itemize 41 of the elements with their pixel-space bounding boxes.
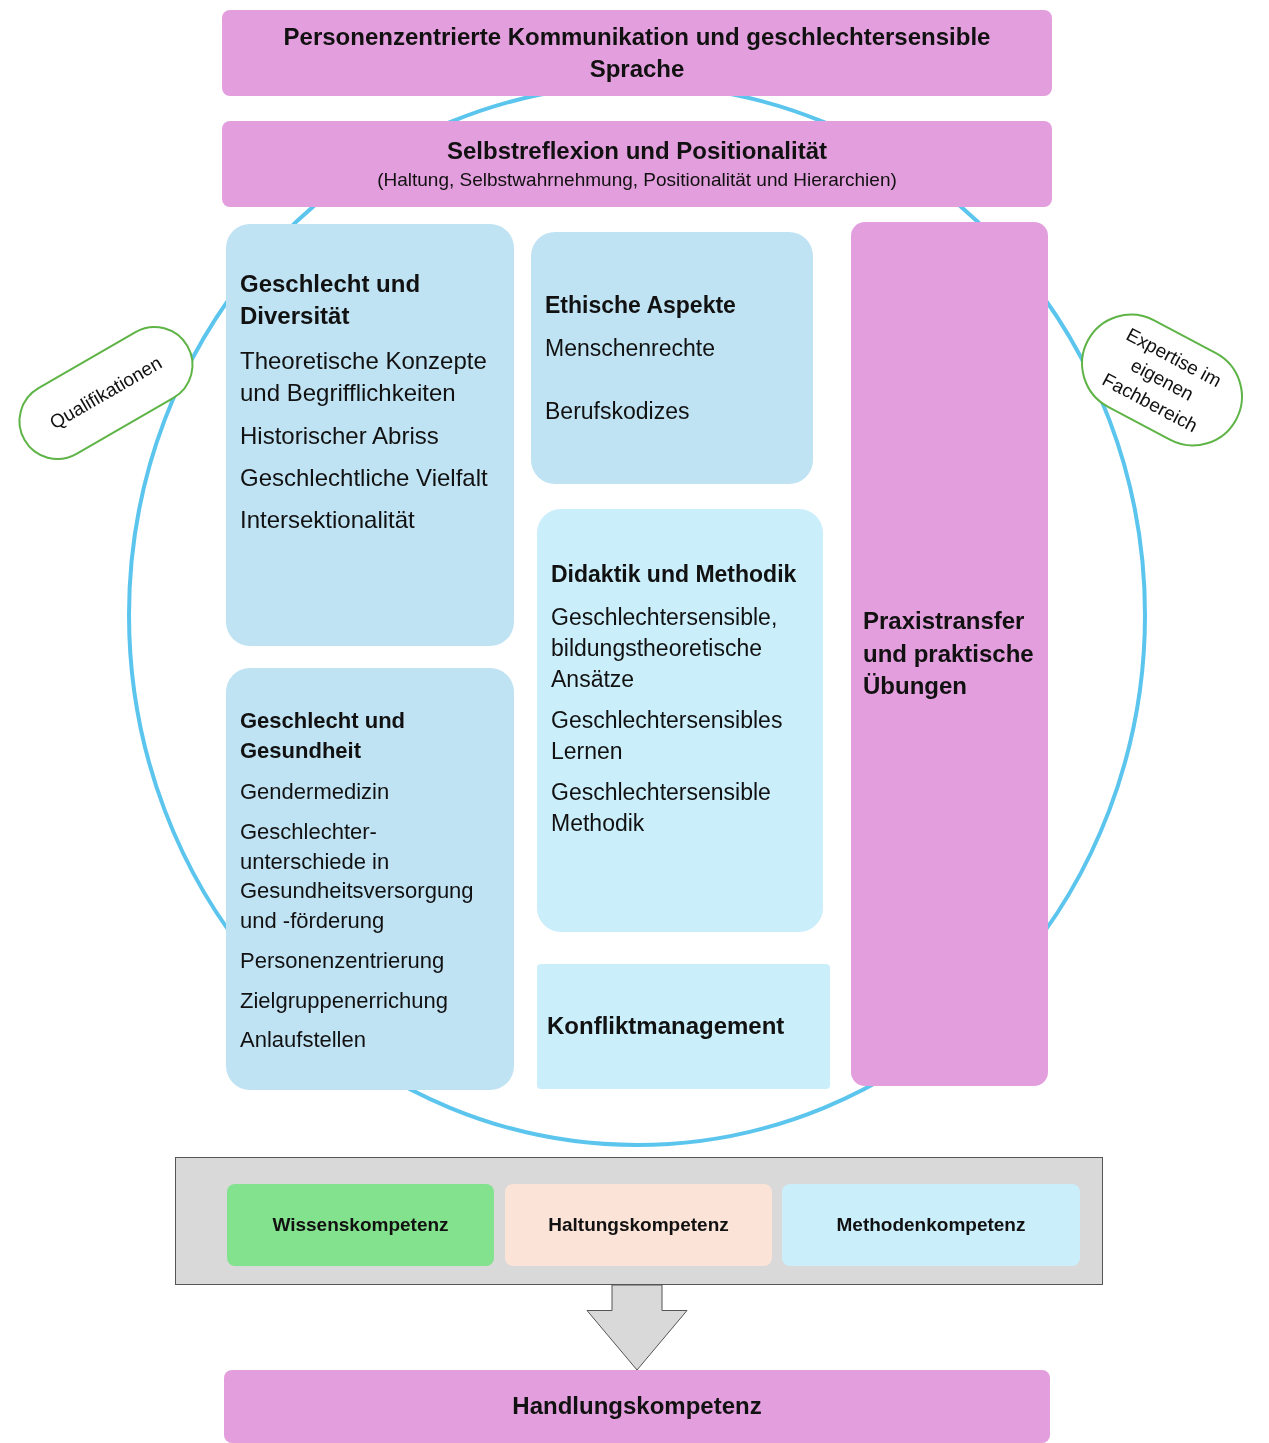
heading: Didaktik und Methodik <box>551 560 798 589</box>
topic-item: Gendermedizin <box>240 778 391 807</box>
topic-item: Geschlechtersensibles Lernen <box>551 706 784 767</box>
topic-item: Theoretische Konzepte und Begrifflichkeiten <box>240 345 488 409</box>
topic-item: Geschlechtersensible Methodik <box>551 778 772 839</box>
topic-card <box>226 224 514 646</box>
topic-card <box>537 964 830 1089</box>
topic-banner <box>224 1370 1050 1443</box>
block-arrow <box>586 1284 688 1371</box>
tile-label: Wissenskompetenz <box>272 1213 449 1238</box>
tile-label: Methodenkompetenz <box>836 1213 1026 1238</box>
heading: Konfliktmanagement <box>547 1011 786 1042</box>
topic-item: Zielgruppenerrichung <box>240 986 449 1015</box>
topic-item: Personenzentrierung <box>240 946 446 975</box>
topic-item: Geschlechter-unterschiede in Gesundheitsversorgung und -förderung <box>240 818 475 936</box>
topic-card <box>531 232 813 484</box>
heading: Handlungskompetenz <box>512 1391 762 1422</box>
topic-banner <box>222 121 1052 207</box>
topic-item: Menschenrechte <box>545 334 717 364</box>
topic-item: Anlaufstellen <box>240 1026 367 1055</box>
heading: Personenzentrierte Kommunikation und geschlechtersensible Sprache <box>282 21 992 84</box>
competence-panel <box>175 1157 1103 1285</box>
topic-item: Geschlechtliche Vielfalt <box>240 462 489 493</box>
heading: Selbstreflexion und Positionalität <box>446 136 828 166</box>
heading: Geschlecht und Gesundheit <box>240 707 407 765</box>
topic-item: Intersektionalität <box>240 505 416 536</box>
competence-tile <box>227 1184 494 1266</box>
topic-item: Berufskodizes <box>545 397 691 427</box>
heading: Ethische Aspekte <box>545 291 737 320</box>
competence-tile <box>505 1184 772 1266</box>
topic-item: Historischer Abriss <box>240 420 440 451</box>
subtitle: (Haltung, Selbstwahrnehmung, Positionalität und Hierarchien) <box>377 168 897 193</box>
topic-card <box>226 668 514 1090</box>
competence-tile <box>782 1184 1080 1266</box>
topic-column <box>851 222 1048 1086</box>
tile-label: Haltungskompetenz <box>548 1213 729 1238</box>
topic-banner <box>222 10 1052 96</box>
topic-item: Geschlechtersensible, bildungstheoretische Ansätze <box>551 603 779 695</box>
topic-card <box>537 509 823 932</box>
heading: Geschlecht und Diversität <box>240 269 422 332</box>
heading: Praxistransfer und praktische Übungen <box>863 606 1035 702</box>
